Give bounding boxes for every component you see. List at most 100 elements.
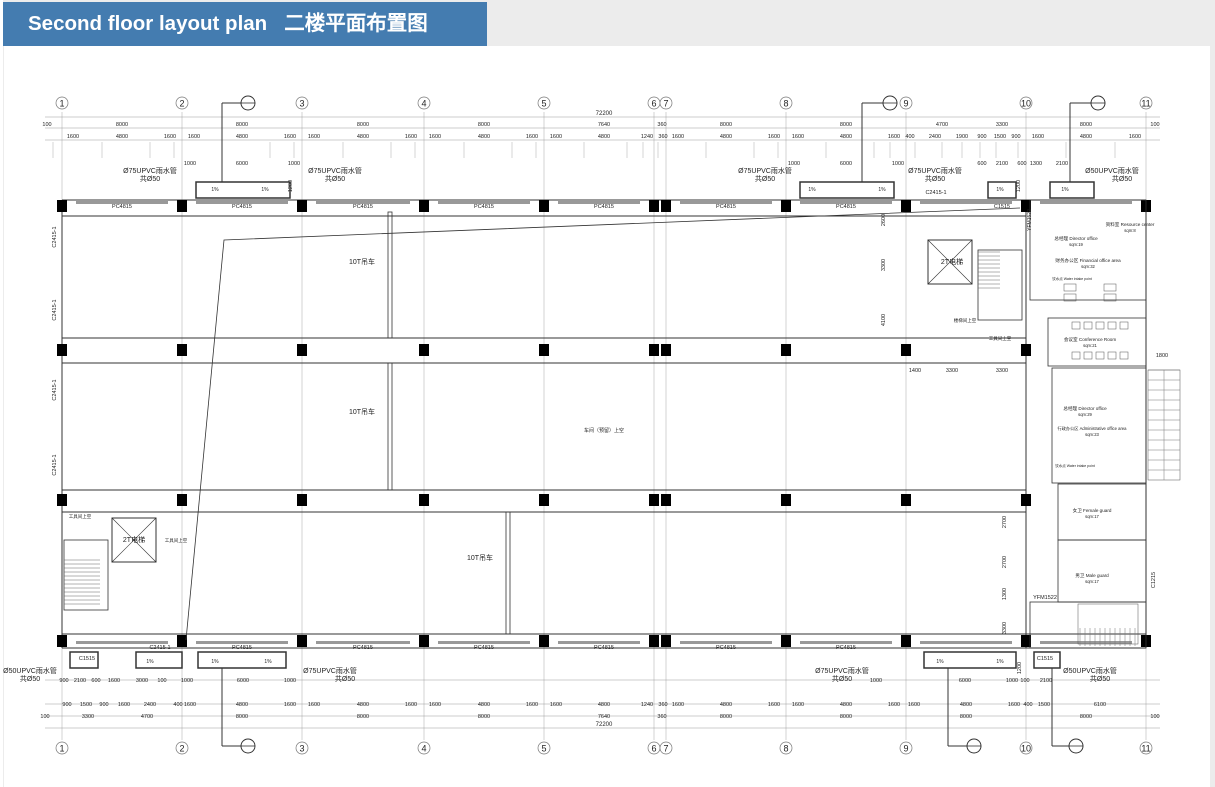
column	[781, 200, 791, 212]
dimension-text: 1800	[1156, 353, 1168, 359]
gutter-box	[69, 651, 99, 669]
grid-bubble	[1019, 741, 1033, 755]
page-title: Second floor layout plan 二楼平面布置图	[3, 2, 487, 46]
dimension-text: 1600	[308, 134, 320, 140]
chair	[1107, 321, 1117, 330]
dimension-text: 2100	[1040, 678, 1052, 684]
gutter-box	[135, 651, 183, 669]
dimension-text: 400	[173, 702, 182, 708]
dimension-text: 1600	[108, 678, 120, 684]
dimension-text: 2100	[996, 161, 1008, 167]
window-band	[316, 201, 410, 204]
dimension-text: 360	[658, 702, 667, 708]
dimension-text: 1000	[870, 678, 882, 684]
room-outline	[1057, 539, 1147, 603]
dimension-text: 1600	[188, 134, 200, 140]
pipe-spec-label: 共Ø50	[325, 174, 345, 183]
pipe-spec-label: 共Ø50	[832, 674, 852, 683]
crane-rail	[387, 362, 393, 491]
grid-bubble	[417, 741, 431, 755]
dimension-text: 8000	[840, 122, 852, 128]
dimension-text: 1600	[1008, 702, 1020, 708]
dimension-text: 3300	[881, 259, 887, 271]
elevator-label: 2T电梯	[941, 257, 963, 266]
window-label: PC4815	[716, 204, 736, 210]
dimension-text: 3300	[946, 368, 958, 374]
rainwater-pipe-label: Ø75UPVC雨水管	[123, 166, 177, 175]
dimension-text: 3300	[996, 368, 1008, 374]
dimension-text: 1600	[888, 702, 900, 708]
dimension-text: 8000	[236, 122, 248, 128]
crane-label: 10T吊车	[349, 407, 375, 416]
door-label: YFM1522	[1027, 209, 1033, 231]
room-outline	[1047, 317, 1147, 367]
window-band	[920, 641, 1012, 644]
room-area-label: sqm:17	[1085, 514, 1099, 519]
window-label: PC4815	[474, 645, 494, 651]
elevator-cross	[111, 517, 157, 563]
grid-bubble	[55, 96, 69, 110]
dimension-text: 1600	[164, 134, 176, 140]
dimension-text: 8000	[116, 122, 128, 128]
slope-label: 1%	[146, 659, 154, 665]
stair	[1077, 603, 1139, 645]
elevator-shaft	[111, 517, 157, 563]
window-label: PC4815	[112, 204, 132, 210]
column	[57, 344, 67, 356]
grid-bubble	[537, 741, 551, 755]
chair	[1095, 321, 1105, 330]
window-band	[680, 641, 772, 644]
chair	[1071, 351, 1081, 360]
gutter-box	[1049, 181, 1095, 199]
grid-bubble	[1019, 96, 1033, 110]
dimension-text: 2700	[1002, 516, 1008, 528]
dimension-text: 8000	[1080, 122, 1092, 128]
dimension-text: 100	[42, 122, 51, 128]
column	[539, 344, 549, 356]
dimension-text: 4800	[478, 134, 490, 140]
window-label: C1515	[79, 656, 95, 662]
column	[297, 200, 307, 212]
dimension-text: 6100	[1094, 702, 1106, 708]
dimension-text: 8000	[960, 714, 972, 720]
dimension-text: 1500	[994, 134, 1006, 140]
window-band	[920, 201, 1012, 204]
dimension-text: 1600	[792, 134, 804, 140]
dimension-text: 1500	[80, 702, 92, 708]
dimension-total: 72200	[596, 722, 613, 728]
dimension-text: 4700	[141, 714, 153, 720]
dimension-text: 4800	[1080, 134, 1092, 140]
dimension-text: 1300	[1030, 161, 1042, 167]
column	[539, 200, 549, 212]
dimension-text: 4800	[598, 134, 610, 140]
column	[57, 635, 67, 647]
grid-axis-label: 4	[421, 744, 426, 754]
void-label: 工具间上空	[69, 513, 92, 520]
dimension-text: 1400	[909, 368, 921, 374]
desk	[1063, 293, 1077, 302]
column	[649, 635, 659, 647]
water-point-label: 饮水点 Water intake point	[1055, 463, 1095, 468]
slope-label: 1%	[936, 659, 944, 665]
room-area-label: sqm:21	[1083, 343, 1097, 348]
window-label: C2415-1	[52, 299, 58, 320]
desk	[1103, 283, 1117, 292]
column	[419, 494, 429, 506]
dimension-text: 1600	[550, 134, 562, 140]
window-label: PC4815	[353, 645, 373, 651]
grid-axis-label: 7	[663, 99, 668, 109]
slope-label: 1%	[1061, 187, 1069, 193]
window-label: PC4815	[474, 204, 494, 210]
dimension-text: 8000	[478, 714, 490, 720]
dimension-text: 1900	[956, 134, 968, 140]
slope-line	[185, 207, 1021, 641]
dimension-text: 8000	[236, 714, 248, 720]
dimension-text: 1600	[672, 134, 684, 140]
window-label: C2415-1	[925, 190, 946, 196]
dimension-text: 6000	[840, 161, 852, 167]
room-name-label: 女卫 Female guard	[1073, 507, 1112, 514]
column	[781, 494, 791, 506]
dimension-text: 900	[59, 678, 68, 684]
dimension-text: 4800	[357, 134, 369, 140]
